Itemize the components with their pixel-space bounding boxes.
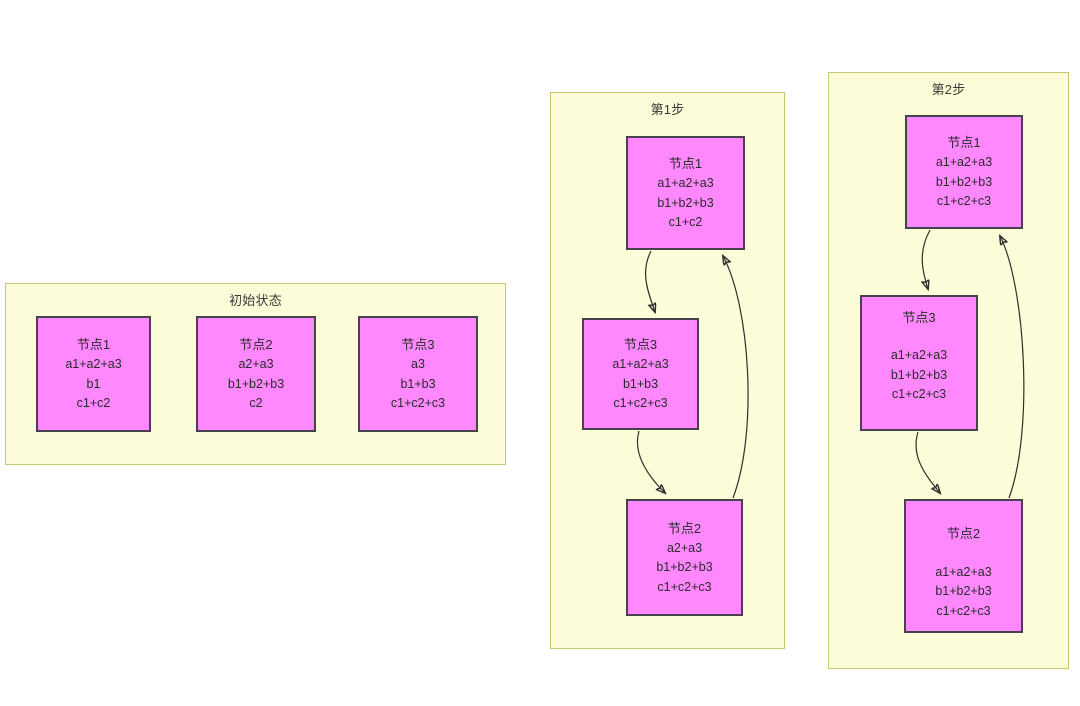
node-line-a: a2+a3 [238,357,274,372]
node-title: 节点3 [401,337,435,353]
node-line-c: c1+c2 [76,396,111,411]
node-g3-n3[interactable]: 节点3 a1+a2+a3 b1+b2+b3 c1+c2+c3 [860,295,978,431]
node-g2-n2[interactable]: 节点2 a2+a3 b1+b2+b3 c1+c2+c3 [626,499,743,616]
node-line-b: b1+b3 [400,376,436,391]
node-line-c: c1+c2+c3 [613,396,668,411]
group-step-1-title: 第1步 [650,102,685,117]
node-line-c: c1+c2+c3 [936,603,991,618]
node-title: 节点1 [76,337,111,353]
node-g1-n3[interactable]: 节点3 a3 b1+b3 c1+c2+c3 [358,316,478,432]
node-line-c: c1+c2 [668,215,703,230]
node-g3-n2[interactable]: 节点2 a1+a2+a3 b1+b2+b3 c1+c2+c3 [904,499,1023,633]
node-line-a: a1+a2+a3 [612,357,669,372]
node-line-b: b1 [86,376,101,391]
node-line-a: a1+a2+a3 [657,176,714,191]
node-title: 节点3 [623,337,658,353]
node-line-a: a2+a3 [666,540,703,555]
node-g1-n2[interactable]: 节点2 a2+a3 b1+b2+b3 c2 [196,316,316,432]
node-line-a: a1+a2+a3 [935,564,992,579]
node-g2-n1[interactable]: 节点1 a1+a2+a3 b1+b2+b3 c1+c2 [626,136,745,250]
node-line-b: b1+b2+b3 [656,560,713,575]
node-line-a: a3 [411,357,425,372]
node-line-b: b1+b2+b3 [657,195,714,210]
node-title: 节点1 [947,135,981,151]
node-line-b: b1+b2+b3 [935,174,993,189]
node-title: 节点1 [668,156,703,172]
node-line-c: c1+c2+c3 [390,396,446,411]
node-line-b: b1+b2+b3 [227,376,285,391]
node-line-b: b1+b2+b3 [890,367,948,382]
node-line-a: a1+a2+a3 [65,357,122,372]
node-title: 节点2 [239,337,273,353]
node-line-c: c1+c2+c3 [936,194,992,209]
node-g1-n1[interactable]: 节点1 a1+a2+a3 b1 c1+c2 [36,316,151,432]
node-line-a: a1+a2+a3 [935,155,993,170]
node-line-c: c2 [249,396,263,411]
node-title: 节点2 [667,520,702,536]
node-g2-n3[interactable]: 节点3 a1+a2+a3 b1+b3 c1+c2+c3 [582,318,699,430]
group-initial-state-title: 初始状态 [229,293,282,308]
node-line-c: c1+c2+c3 [891,387,947,401]
node-g3-n1[interactable]: 节点1 a1+a2+a3 b1+b2+b3 c1+c2+c3 [905,115,1023,229]
node-title: 节点3 [902,309,936,325]
node-line-b: b1+b3 [622,376,659,391]
group-step-2-title: 第2步 [931,82,966,97]
node-title: 节点2 [946,526,981,541]
node-line-a: a1+a2+a3 [890,348,948,362]
node-line-c: c1+c2+c3 [657,579,712,594]
node-line-b: b1+b2+b3 [935,584,992,598]
